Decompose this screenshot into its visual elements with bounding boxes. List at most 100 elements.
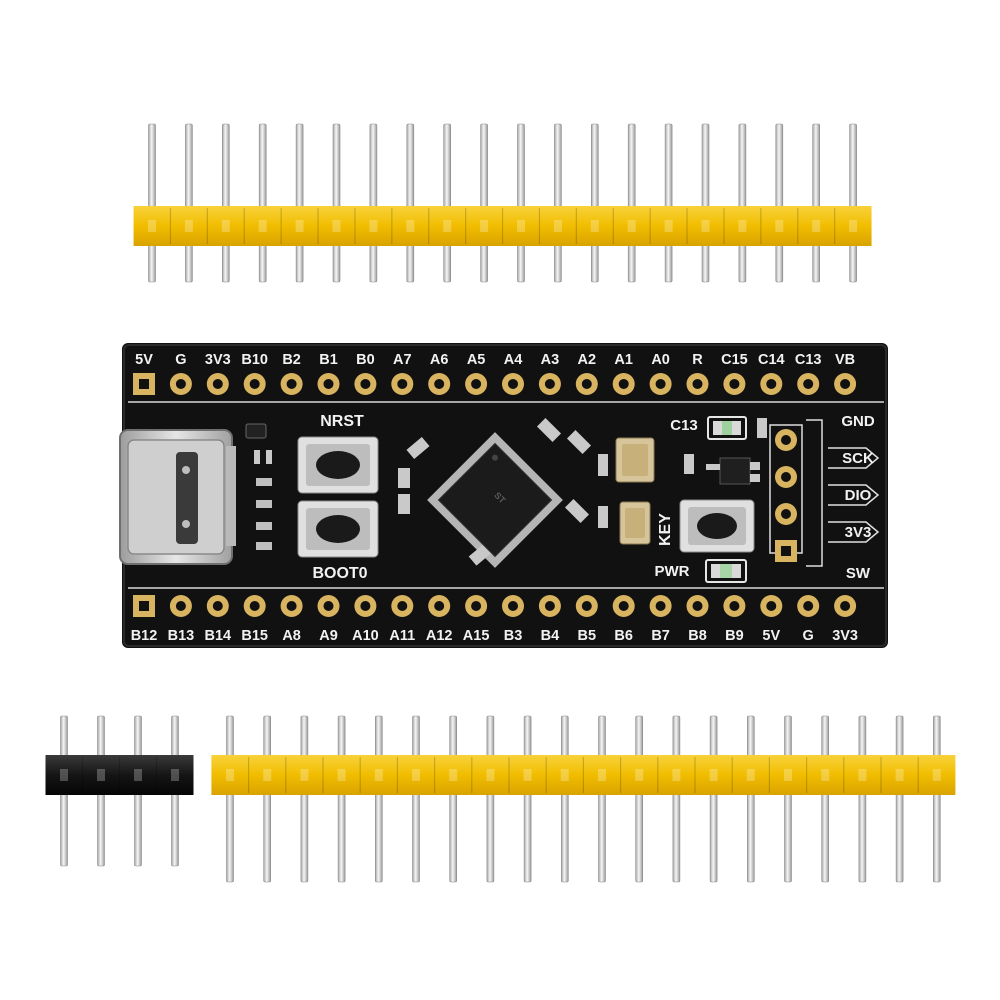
- swd-label: SW: [846, 565, 871, 582]
- pin-label: A8: [282, 628, 301, 644]
- top-header-pin-collar: [701, 220, 710, 232]
- smd-resistor: [684, 454, 694, 474]
- bottom-header-pin: [746, 715, 755, 883]
- black-header-plastic: [45, 755, 194, 795]
- top-header-pin-collar: [148, 220, 156, 232]
- bottom-header-pin-collar: [709, 769, 718, 781]
- pwr-led-label: PWR: [655, 563, 690, 580]
- bottom-header-pin: [412, 715, 420, 883]
- pin-hole: [729, 601, 740, 611]
- pin-hole: [249, 601, 260, 611]
- boot0-label: BOOT0: [312, 565, 367, 582]
- pin-label: B13: [168, 628, 195, 644]
- bottom-header-pin-collar: [412, 769, 420, 781]
- pin-hole: [360, 601, 371, 611]
- pin-hole: [692, 601, 703, 611]
- top-header-pin-collar: [627, 220, 636, 232]
- pin-label: R: [692, 352, 703, 368]
- top-header-pin-collar: [369, 220, 378, 232]
- pin-label: A6: [430, 352, 449, 368]
- swd-arrow: [828, 484, 880, 506]
- top-header-plastic: [133, 206, 872, 246]
- top-header-pin-collar: [443, 220, 452, 232]
- pin-label: B10: [241, 352, 268, 368]
- pin-hole: [212, 379, 223, 389]
- bottom-header-pin: [635, 715, 644, 883]
- pin-label: A4: [504, 352, 523, 368]
- top-header-pin: [812, 123, 821, 283]
- mcu-chip: ST: [427, 432, 563, 568]
- bottom-pin-header: [211, 715, 956, 883]
- bottom-header-pin-collar: [337, 769, 346, 781]
- pin-label: 5V: [135, 352, 153, 368]
- bottom-header-pin-collar: [821, 769, 830, 781]
- top-pin-header: [133, 123, 872, 283]
- top-header-pin-collar: [406, 220, 415, 232]
- pin-hole: [655, 601, 666, 611]
- c13-led: [707, 416, 747, 440]
- bottom-header-pin-collar: [449, 769, 458, 781]
- top-header-pin: [517, 123, 525, 283]
- bottom-header-pin: [560, 715, 569, 883]
- top-header-pin-collar: [258, 220, 267, 232]
- pin-hole: [840, 379, 851, 389]
- smd-components-middle: [398, 417, 592, 566]
- swd-arrow: [828, 447, 880, 469]
- top-header-pin-collar: [590, 220, 599, 232]
- top-header-pin-collar: [553, 220, 562, 232]
- key-button[interactable]: [679, 499, 755, 553]
- swd-hole: [781, 546, 791, 556]
- top-header-pin: [185, 123, 193, 283]
- top-header-pin: [480, 123, 488, 283]
- bottom-header-pin: [226, 715, 234, 883]
- top-header-pin: [369, 123, 378, 283]
- bottom-header-pin-collar: [746, 769, 755, 781]
- key-label: KEY: [657, 513, 674, 546]
- swd-header: [769, 419, 823, 567]
- pin-label: 3V3: [832, 628, 858, 644]
- top-header-pin: [627, 123, 636, 283]
- voltage-regulator: [706, 457, 760, 485]
- pin-label: B7: [651, 628, 670, 644]
- pin-label: B1: [319, 352, 338, 368]
- top-header-pin: [222, 123, 230, 283]
- pin-label: A3: [541, 352, 560, 368]
- pin-hole: [175, 601, 186, 611]
- top-header-pin: [258, 123, 267, 283]
- pin-hole: [766, 379, 777, 389]
- black-header-pin-collar: [134, 769, 142, 781]
- pin-hole: [729, 379, 740, 389]
- bottom-header-pin-collar: [486, 769, 495, 781]
- swd-label: SCK: [842, 450, 874, 467]
- pin-hole: [286, 601, 297, 611]
- pin-hole: [397, 379, 408, 389]
- pin-hole: [323, 601, 334, 611]
- top-header-pin: [554, 123, 562, 283]
- top-header-pin: [664, 123, 673, 283]
- pin-label: A15: [463, 628, 490, 644]
- pin-label: B2: [282, 352, 301, 368]
- nrst-button[interactable]: [297, 436, 379, 494]
- top-header-pin-collar: [517, 220, 525, 232]
- bottom-header-pin: [821, 715, 830, 883]
- top-header-pin-collar: [295, 220, 304, 232]
- bottom-header-pin: [300, 715, 309, 883]
- pin-label: B15: [241, 628, 268, 644]
- swd-hole: [781, 435, 791, 445]
- pin-hole: [471, 601, 482, 611]
- boot0-button[interactable]: [297, 500, 379, 558]
- top-header-pin: [148, 123, 156, 283]
- smd-cap: [598, 454, 608, 476]
- pin-label: B4: [541, 628, 560, 644]
- pin-label: 3V3: [205, 352, 231, 368]
- pwr-led: [705, 559, 747, 583]
- swd-label: 3V3: [845, 524, 872, 541]
- pin-hole: [360, 379, 371, 389]
- top-header-pin-collar: [480, 220, 489, 232]
- bottom-header-pin-collar: [226, 769, 234, 781]
- pin-hole: [139, 601, 149, 611]
- pin-label: A11: [389, 628, 415, 644]
- top-header-pin-collar: [221, 220, 230, 232]
